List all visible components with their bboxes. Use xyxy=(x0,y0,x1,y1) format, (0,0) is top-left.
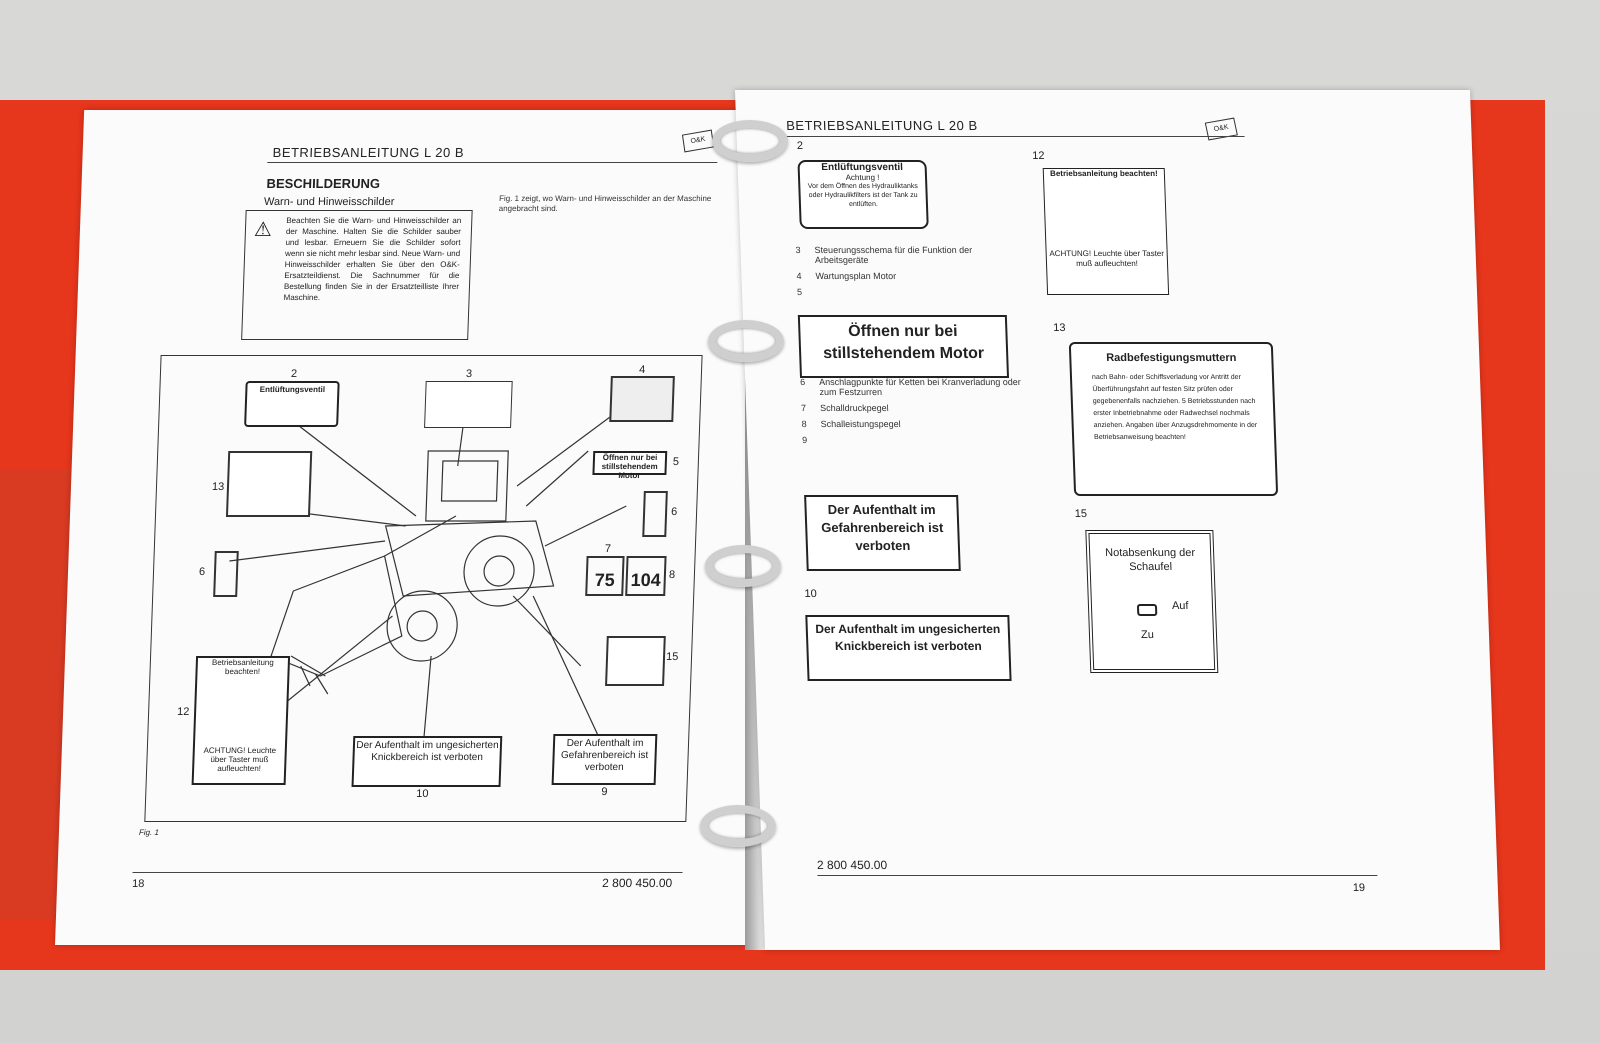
num-3: 3 xyxy=(465,368,473,380)
sign12-title: Betriebsanleitung beachten! xyxy=(1049,169,1158,178)
num-9: 9 xyxy=(601,786,608,798)
ok-logo-icon: O&K xyxy=(681,129,715,153)
list-item: 9 xyxy=(802,435,1032,445)
callout-10: Der Aufenthalt im ungesicherten Knickber… xyxy=(351,736,503,787)
callout-3 xyxy=(424,381,513,428)
num-10-right: 10 xyxy=(804,588,818,600)
sign-notabsenkung: Notabsenkung der Schaufel Auf Zu xyxy=(1085,530,1219,673)
fig-intro: Fig. 1 zeigt, wo Warn- und Hinweisschild… xyxy=(498,194,712,213)
binder-ring-4 xyxy=(700,805,776,847)
sign15-auf: Auf xyxy=(1171,600,1189,612)
list-item: 4 Wartungsplan Motor xyxy=(796,271,1026,281)
sign2-text: Vor dem Öffnen des Hydrauliktanks oder H… xyxy=(807,183,918,208)
callout-12-bottom: ACHTUNG! Leuchte über Taster muß aufleuc… xyxy=(203,746,277,773)
sign-knickbereich: Der Aufenthalt im ungesicherten Knickber… xyxy=(805,615,1012,681)
sign12-bottom: ACHTUNG! Leuchte über Taster muß aufleuc… xyxy=(1049,249,1165,268)
num-2-right: 2 xyxy=(796,140,804,152)
num-4: 4 xyxy=(638,364,646,376)
item-num: 3 xyxy=(795,245,801,255)
db-104-sign: 104 xyxy=(625,556,667,596)
num-8: 8 xyxy=(668,569,676,581)
num-12-right: 12 xyxy=(1032,150,1045,162)
callout-5: Öffnen nur bei stillstehendem Motor xyxy=(592,451,668,480)
item-num: 7 xyxy=(800,403,807,413)
list-item: 6 Anschlagpunkte für Ketten bei Kranverla… xyxy=(800,377,1031,397)
callout-4 xyxy=(609,376,675,422)
callout-6-left xyxy=(213,551,239,597)
ok-logo-icon-right: O&K xyxy=(1204,117,1238,141)
figure-1: Entlüftungsventil 2 3 4 Öffnen nur bei s… xyxy=(144,355,703,822)
right-page: BETRIEBSANLEITUNG L 20 B O&K 2 Entlüftun… xyxy=(734,90,1500,950)
sign15-title: Notabsenkung der Schaufel xyxy=(1104,547,1196,573)
subtitle: Warn- und Hinweisschilder xyxy=(263,196,395,208)
item-num: 5 xyxy=(796,287,803,297)
sign15-zu: Zu xyxy=(1140,629,1155,641)
sign-betriebsanleitung: Betriebsanleitung beachten! ACHTUNG! Leu… xyxy=(1042,168,1170,295)
item-text: Anschlagpunkte für Ketten bei Kranverlad… xyxy=(819,377,1021,397)
section-title: BESCHILDERUNG xyxy=(266,176,381,191)
left-doc-number: 2 800 450.00 xyxy=(601,876,673,890)
sign-gefahrenbereich: Der Aufenthalt im Gefahrenbereich ist ve… xyxy=(804,495,961,571)
sign13-text: nach Bahn- oder Schiffsverladung vor Ant… xyxy=(1091,374,1258,441)
num-15: 15 xyxy=(665,651,679,663)
item-num: 6 xyxy=(799,377,806,387)
callout-2: Entlüftungsventil xyxy=(244,381,340,427)
header-rule xyxy=(267,162,718,163)
item-text: Schalldruckpegel xyxy=(819,403,889,413)
lever-icon xyxy=(1136,604,1158,616)
left-page-number: 18 xyxy=(131,878,145,890)
list-item: 8 Schalleistungspegel xyxy=(801,419,1031,429)
right-header-rule xyxy=(784,136,1245,137)
warning-text: Beachten Sie die Warn- und Hinweisschild… xyxy=(283,216,462,302)
num-13-right: 13 xyxy=(1053,322,1066,334)
right-doc-number: 2 800 450.00 xyxy=(816,858,888,872)
sign-oeffnen-nur: Öffnen nur bei stillstehendem Motor xyxy=(797,315,1010,378)
footer-rule xyxy=(132,872,683,873)
sign-entlueftungsventil: Entlüftungsventil Achtung ! Vor dem Öffn… xyxy=(797,160,929,229)
item-text: Steuerungsschema für die Funktion der Ar… xyxy=(814,245,973,265)
sign2-sub: Achtung ! xyxy=(845,173,880,182)
callout-12: Betriebsanleitung beachten! ACHTUNG! Leu… xyxy=(191,656,291,785)
num-7: 7 xyxy=(604,543,612,555)
right-page-number: 19 xyxy=(1352,882,1366,894)
warning-triangle-icon: ⚠ xyxy=(253,219,273,241)
list-item: 5 xyxy=(797,287,1027,297)
db-75-sign: 75 xyxy=(585,556,625,596)
sign-radbefestigung: Radbefestigungsmuttern nach Bahn- oder S… xyxy=(1068,342,1279,496)
item-num: 9 xyxy=(802,435,808,445)
num-5: 5 xyxy=(672,456,680,468)
sign2-title: Entlüftungsventil xyxy=(821,162,904,173)
num-13: 13 xyxy=(211,481,225,493)
callout-9: Der Aufenthalt im Gefahrenbereich ist ve… xyxy=(551,734,658,785)
item-text: Schalleistungspegel xyxy=(820,419,901,429)
item-num: 4 xyxy=(796,271,802,281)
sign13-title: Radbefestigungsmuttern xyxy=(1106,352,1237,364)
left-header: BETRIEBSANLEITUNG L 20 B xyxy=(272,145,465,160)
list-item: 7 Schalldruckpegel xyxy=(801,403,1031,413)
left-page: BETRIEBSANLEITUNG L 20 B O&K BESCHILDERU… xyxy=(55,110,790,945)
callout-13 xyxy=(225,451,313,517)
binder-ring-3 xyxy=(705,545,781,587)
num-6b: 6 xyxy=(198,566,206,578)
num-15-right: 15 xyxy=(1074,508,1088,520)
warning-box: ⚠ Beachten Sie die Warn- und Hinweisschi… xyxy=(241,210,473,340)
item-text: Wartungsplan Motor xyxy=(815,271,897,281)
fig-label: Fig. 1 xyxy=(138,828,160,837)
callout-6-right xyxy=(642,491,668,537)
right-header: BETRIEBSANLEITUNG L 20 B xyxy=(785,118,978,133)
callout-2-label: Entlüftungsventil xyxy=(259,385,326,394)
callout-12-title: Betriebsanleitung beachten! xyxy=(211,658,274,676)
right-footer-rule xyxy=(817,875,1378,876)
num-2: 2 xyxy=(290,368,298,380)
callout-15 xyxy=(605,636,666,686)
binder-ring-2 xyxy=(708,320,784,362)
num-10: 10 xyxy=(416,788,429,800)
item-num: 8 xyxy=(801,419,807,429)
num-12: 12 xyxy=(176,706,190,718)
num-6a: 6 xyxy=(670,506,678,518)
binder-ring-1 xyxy=(712,120,788,162)
list-item: 3 Steuerungsschema für die Funktion der A… xyxy=(795,245,1026,265)
